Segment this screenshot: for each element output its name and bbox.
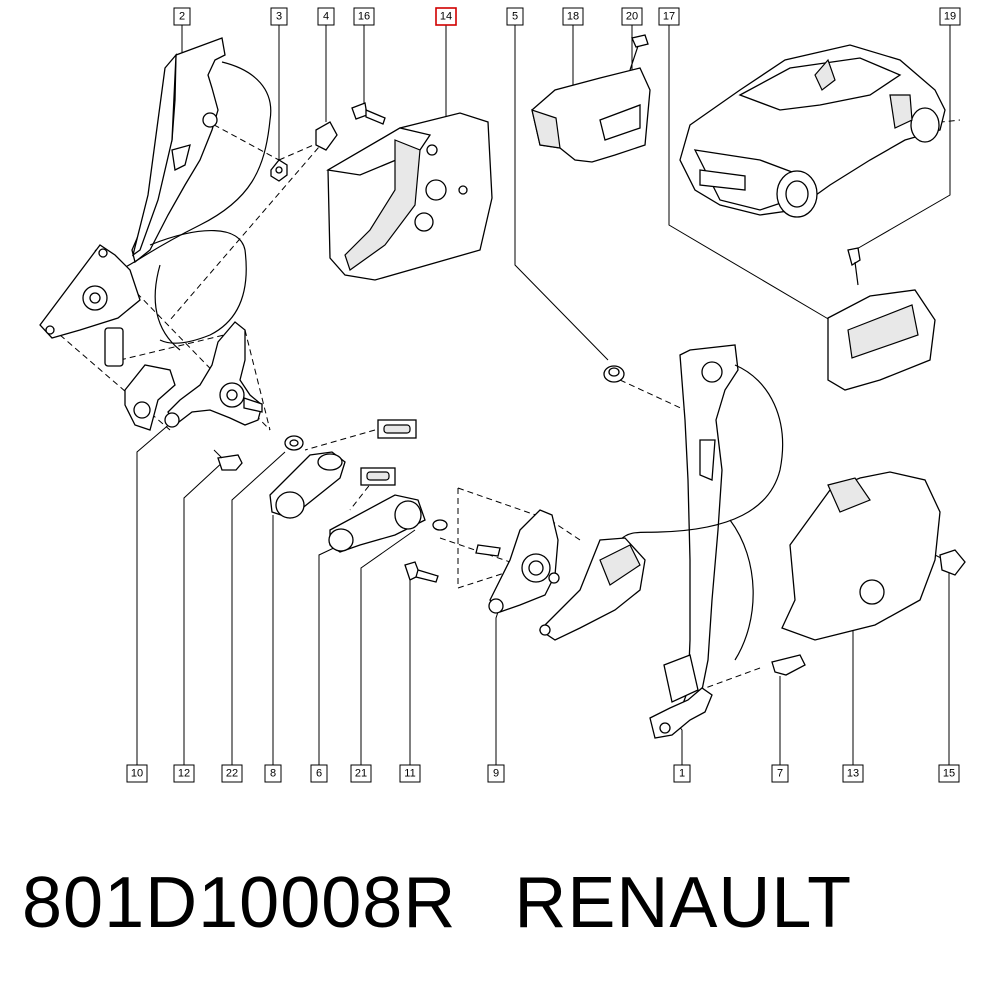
callout-20-label: 20 <box>626 11 638 23</box>
callout-22-label: 22 <box>226 768 238 780</box>
callout-15-label: 15 <box>943 768 955 780</box>
left-small-parts <box>213 102 386 471</box>
module-13 <box>781 471 941 641</box>
callout-15: 15 <box>938 764 960 783</box>
callout-6: 6 <box>310 764 328 783</box>
part-19-module <box>827 247 936 391</box>
callout-2-label: 2 <box>179 11 185 23</box>
clip-7 <box>771 654 806 676</box>
left-window-regulator <box>39 37 272 431</box>
callout-3-label: 3 <box>276 11 282 23</box>
callout-9-label: 9 <box>493 768 499 780</box>
callout-16-label: 16 <box>358 11 370 23</box>
right-window-regulator <box>538 344 784 739</box>
left-motor-bracket <box>164 321 263 428</box>
callout-3: 3 <box>270 7 288 26</box>
callout-5-label: 5 <box>512 11 518 23</box>
caption: 801D10008R RENAULT <box>22 858 852 948</box>
callout-18: 18 <box>562 7 584 26</box>
callout-20: 20 <box>621 7 643 26</box>
callout-7-label: 7 <box>777 768 783 780</box>
callout-19-label: 19 <box>944 11 956 23</box>
callout-13: 13 <box>842 764 864 783</box>
callout-13-label: 13 <box>847 768 859 780</box>
module-14 <box>326 112 493 281</box>
part-number: 801D10008R <box>22 863 457 943</box>
callout-17: 17 <box>658 7 680 26</box>
callout-4-label: 4 <box>323 11 329 23</box>
callout-19: 19 <box>939 7 961 26</box>
callout-2: 2 <box>173 7 191 26</box>
callout-18-label: 18 <box>567 11 579 23</box>
callout-6-label: 6 <box>316 768 322 780</box>
callout-22: 22 <box>221 764 243 783</box>
callout-9: 9 <box>487 764 505 783</box>
callout-12-label: 12 <box>178 768 190 780</box>
part-8-handle <box>269 451 346 519</box>
callout-1: 1 <box>673 764 691 783</box>
callout-11: 11 <box>399 764 421 783</box>
washer-5 <box>603 365 625 383</box>
brand-name: RENAULT <box>514 863 853 943</box>
callout-16: 16 <box>353 7 375 26</box>
callout-1-label: 1 <box>679 768 685 780</box>
screw-11 <box>404 561 439 583</box>
label-tags <box>360 419 417 486</box>
callout-14-label: 14 <box>440 11 452 23</box>
part-6-handle <box>328 494 448 553</box>
callout-12: 12 <box>173 764 195 783</box>
callout-11-label: 11 <box>404 768 415 780</box>
screw-20 <box>629 34 649 71</box>
part-18-cover <box>531 67 651 163</box>
callout-5: 5 <box>506 7 524 26</box>
callout-8-label: 8 <box>270 768 276 780</box>
callout-10: 10 <box>126 764 148 783</box>
leader-lines <box>136 25 951 765</box>
car-illustration <box>679 44 946 218</box>
callout-14: 14 <box>435 7 457 26</box>
screw-15 <box>939 549 966 576</box>
callout-21: 21 <box>350 764 372 783</box>
callout-7: 7 <box>771 764 789 783</box>
callout-4: 4 <box>317 7 335 26</box>
part-9-gear <box>475 509 560 614</box>
callout-10-label: 10 <box>131 768 143 780</box>
callout-17-label: 17 <box>663 11 675 23</box>
callout-8: 8 <box>264 764 282 783</box>
callout-21-label: 21 <box>355 768 367 780</box>
